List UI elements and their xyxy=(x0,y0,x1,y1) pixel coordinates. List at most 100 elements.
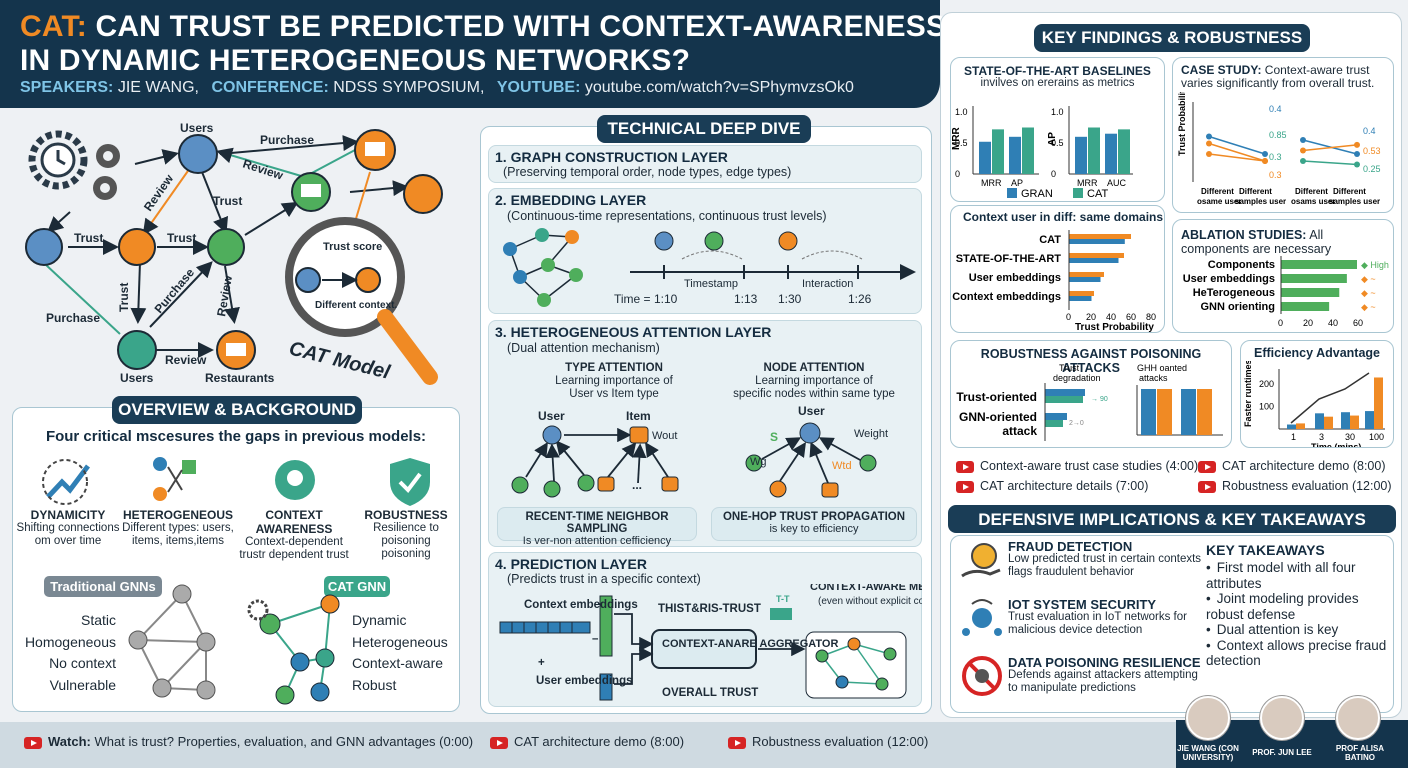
user-node-top[interactable] xyxy=(178,134,218,174)
tick-label: 1.0 xyxy=(955,107,968,117)
case-point xyxy=(1300,147,1306,154)
ablation-legend: ◆ High xyxy=(1361,260,1389,270)
video-link-details[interactable]: CAT architecture details (7:00) xyxy=(956,476,1148,496)
case-point xyxy=(1206,151,1212,157)
label-trust-4: Trust xyxy=(117,283,131,312)
axis-label: Faster runtimes xyxy=(1243,361,1253,427)
bar-cat xyxy=(1022,127,1034,174)
findings-title: KEY FINDINGS & ROBUSTNESS xyxy=(1034,24,1310,52)
svg-text:CONTEXT-ANARE AGGREGATOR: CONTEXT-ANARE AGGREGATOR xyxy=(662,638,838,650)
footer-robustness-link[interactable]: Robustness evaluation (12:00) xyxy=(728,734,928,749)
video-link-robustness[interactable]: Robustness evaluation (12:00) xyxy=(1198,476,1392,496)
eff-bar-orange xyxy=(1350,415,1359,429)
axis-label: Trust Probability xyxy=(1075,322,1154,332)
case-point xyxy=(1262,158,1268,164)
attention-diagram: User Item Wout User S Weight Wg Wtd ... xyxy=(511,405,888,498)
case-point xyxy=(1206,140,1212,147)
tick-label: 60 xyxy=(1353,318,1363,328)
tick-label: 100 xyxy=(1259,402,1274,412)
video-link-case[interactable]: Context-aware trust case studies (4:00) xyxy=(956,456,1198,476)
hbar-bar-blue xyxy=(1069,296,1092,301)
case-x-label: osame user xyxy=(1197,197,1241,206)
trend-icon xyxy=(42,459,90,505)
tick-label: 20 xyxy=(1303,318,1313,328)
ablation-legend: ◆ ~ xyxy=(1361,302,1376,312)
case-x-label: Different xyxy=(1201,187,1234,196)
defense-title: DEFENSIVE IMPLICATIONS & KEY TAKEAWAYS xyxy=(978,510,1366,529)
hbar-bar-blue xyxy=(1069,277,1101,282)
eff-bar-orange xyxy=(1296,423,1305,429)
case-point xyxy=(1300,137,1306,143)
ablation-legend: ◆ ~ xyxy=(1361,274,1376,284)
tick-label: 20 xyxy=(1086,312,1096,322)
svg-text:User: User xyxy=(798,405,825,418)
category-label: 100 xyxy=(1369,432,1384,442)
legend-label: GRAN xyxy=(1021,188,1053,200)
label-trust-score: Trust score xyxy=(323,241,382,253)
name-jun-lee: PROF. JUN LEE xyxy=(1252,748,1312,757)
case-x-label: Different xyxy=(1239,187,1272,196)
case-line xyxy=(1302,160,1358,166)
hbar-bar-orange xyxy=(1069,253,1124,258)
category-label: AP xyxy=(1011,178,1023,188)
youtube-icon xyxy=(1198,480,1216,493)
case-x-label: osams user xyxy=(1291,197,1335,206)
tick-label: 0 xyxy=(1278,318,1283,328)
fork-node-bottom[interactable] xyxy=(117,330,157,370)
monitor-node[interactable] xyxy=(291,172,331,212)
svg-text:S: S xyxy=(770,430,778,444)
food-node[interactable] xyxy=(403,174,443,214)
user-node-left[interactable] xyxy=(25,228,63,266)
svg-text:Wg: Wg xyxy=(750,456,767,468)
case-value-label: 0.25 xyxy=(1363,164,1381,174)
youtube-link[interactable]: youtube.com/watch?v=SPhymvzsOk0 xyxy=(584,79,854,96)
title-line-2: IN DYNAMIC HETEROGENEOUS NETWORKS? xyxy=(20,44,691,77)
youtube-icon xyxy=(1198,460,1216,473)
svg-text:(even without explicit context: (even without explicit context labels) xyxy=(818,596,922,607)
eff-bar-blue xyxy=(1287,424,1296,429)
magnifier-icon xyxy=(285,217,438,385)
defense-icons xyxy=(961,543,1002,696)
timestamp-label: Timestamp xyxy=(684,278,738,290)
baselines-panel: STATE-OF-THE-ART BASELINES invilves on e… xyxy=(950,57,1165,202)
overview-title: OVERVIEW & BACKGROUND xyxy=(112,396,362,424)
svg-text:1:30: 1:30 xyxy=(778,292,802,306)
category-label: 30 xyxy=(1345,432,1355,442)
rob-bar xyxy=(1045,389,1085,396)
footer-watch-link[interactable]: Watch: What is trust? Properties, evalua… xyxy=(24,734,473,749)
case-value-label: 0.85 xyxy=(1269,130,1287,140)
label-purchase-top: Purchase xyxy=(260,133,314,147)
eff-bar-blue xyxy=(1315,413,1324,429)
rob-bar xyxy=(1045,396,1083,403)
axis-label: MRR xyxy=(951,126,962,150)
restaurant-node-bottom[interactable] xyxy=(216,330,256,370)
category-label: MRR xyxy=(1077,178,1098,188)
rob-label: GNN-oriented xyxy=(959,410,1037,424)
hbar-label: STATE-OF-THE-ART xyxy=(956,253,1062,265)
footer-demo-link[interactable]: CAT architecture demo (8:00) xyxy=(490,734,684,749)
svg-text:Context embeddings: Context embeddings xyxy=(524,599,638,611)
overview-intro: Four critical mscesures the gaps in prev… xyxy=(45,428,427,445)
video-link-demo[interactable]: CAT architecture demo (8:00) xyxy=(1198,456,1386,476)
axis-label: Time (mins) xyxy=(1311,442,1361,447)
legend-swatch xyxy=(1073,188,1083,198)
user-node-right[interactable] xyxy=(207,228,245,266)
label-purchase-left: Purchase xyxy=(46,311,100,325)
axis-label: Trust Probability xyxy=(1177,92,1187,156)
eff-bar-blue xyxy=(1365,411,1374,429)
restaurant-node-top[interactable] xyxy=(354,129,396,171)
rob-bar xyxy=(1045,413,1067,420)
case-point xyxy=(1300,158,1306,164)
key-takeaways: KEY TAKEAWAYS First model with all four … xyxy=(1206,542,1392,669)
bar-cat xyxy=(992,129,1004,174)
embedding-diagram: Timestamp Interaction Time = 1:10 1:13 1… xyxy=(503,228,916,307)
ablation-label: HeTerogeneous xyxy=(1193,287,1275,299)
user-node-center[interactable] xyxy=(118,228,156,266)
